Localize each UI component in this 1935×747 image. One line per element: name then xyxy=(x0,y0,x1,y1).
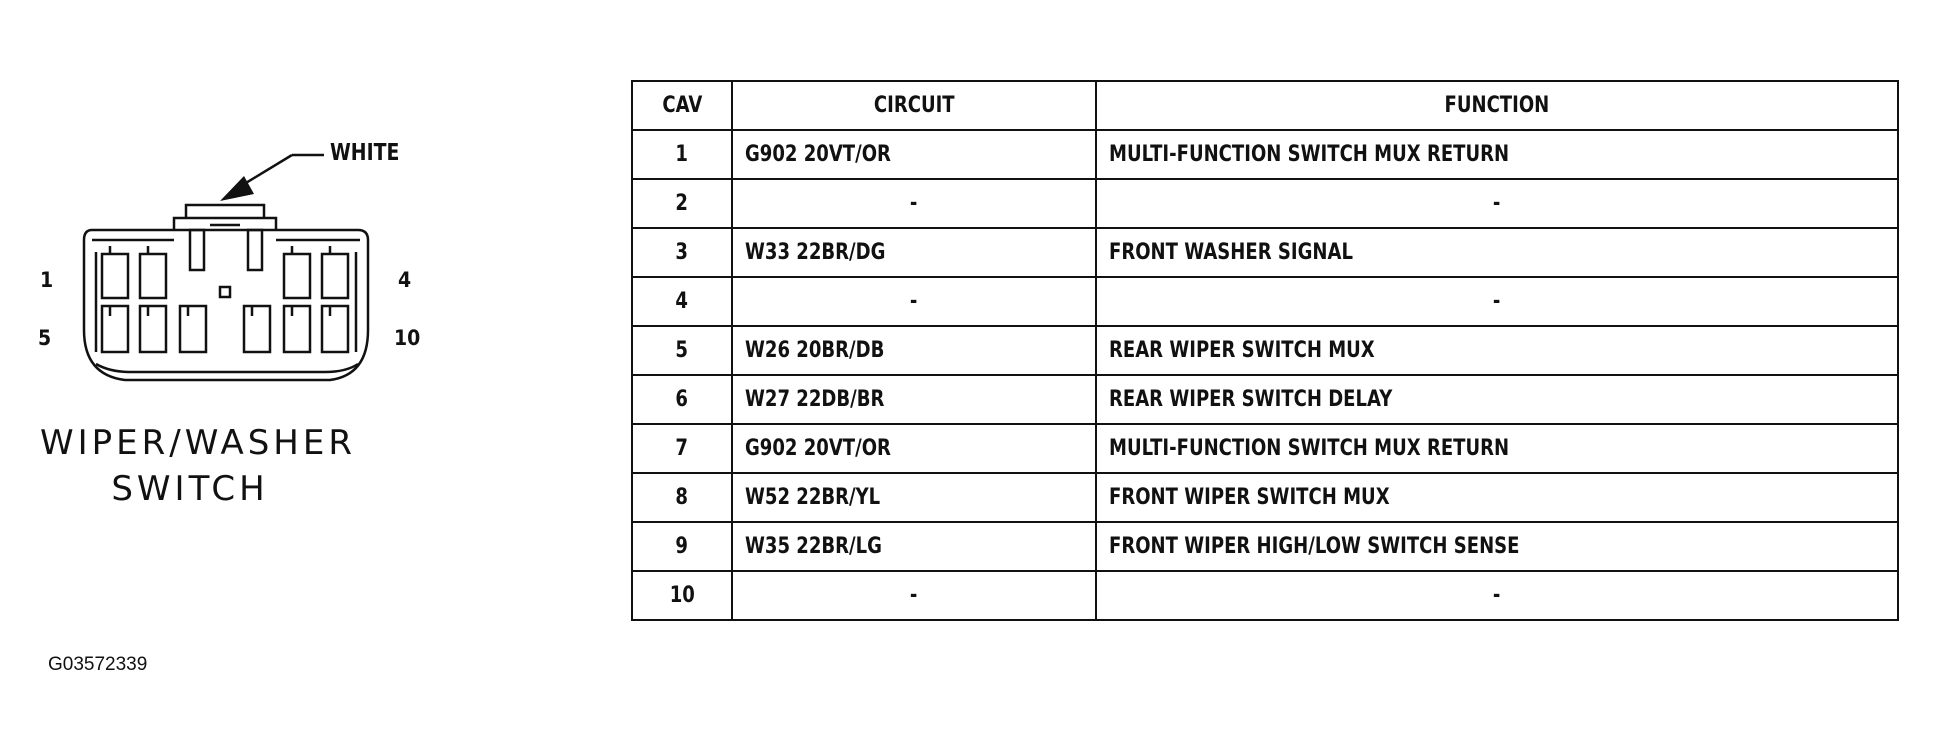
circuit-cell: - xyxy=(731,178,1097,229)
figure-id: G03572339 xyxy=(48,654,148,675)
wire-color-label: WHITE xyxy=(330,140,400,166)
cav-cell: 10 xyxy=(631,570,733,621)
function-cell: REAR WIPER SWITCH DELAY xyxy=(1095,374,1899,425)
cav-cell: 6 xyxy=(631,374,733,425)
circuit-cell: W33 22BR/DG xyxy=(731,227,1097,278)
cavity-grid xyxy=(100,246,350,354)
header-cav: CAV xyxy=(631,80,733,131)
table-row: 2-- xyxy=(631,178,1899,229)
cav-cell: 4 xyxy=(631,276,733,327)
circuit-cell: W52 22BR/YL xyxy=(731,472,1097,523)
header-function: FUNCTION xyxy=(1095,80,1899,131)
function-cell: FRONT WIPER HIGH/LOW SWITCH SENSE xyxy=(1095,521,1899,572)
cav-cell: 1 xyxy=(631,129,733,180)
function-cell: REAR WIPER SWITCH MUX xyxy=(1095,325,1899,376)
function-cell: - xyxy=(1095,570,1899,621)
pin-label-4: 4 xyxy=(398,268,412,292)
connector-caption-line1: WIPER/WASHER xyxy=(40,423,356,463)
table-row: 10-- xyxy=(631,570,1899,621)
table-header-row: CAV CIRCUIT FUNCTION xyxy=(631,80,1899,131)
function-cell: MULTI-FUNCTION SWITCH MUX RETURN xyxy=(1095,423,1899,474)
circuit-cell: G902 20VT/OR xyxy=(731,423,1097,474)
function-cell: - xyxy=(1095,178,1899,229)
circuit-cell: W26 20BR/DB xyxy=(731,325,1097,376)
cav-cell: 2 xyxy=(631,178,733,229)
circuit-cell: W35 22BR/LG xyxy=(731,521,1097,572)
cav-cell: 9 xyxy=(631,521,733,572)
function-cell: FRONT WIPER SWITCH MUX xyxy=(1095,472,1899,523)
pin-label-5: 5 xyxy=(38,326,52,350)
cav-cell: 3 xyxy=(631,227,733,278)
circuit-cell: G902 20VT/OR xyxy=(731,129,1097,180)
connector-diagram: WHITE 1 4 5 10 WIPER/WASHER SWITCH xyxy=(0,0,620,620)
function-cell: MULTI-FUNCTION SWITCH MUX RETURN xyxy=(1095,129,1899,180)
connector-caption: WIPER/WASHER SWITCH xyxy=(40,420,356,512)
cav-cell: 5 xyxy=(631,325,733,376)
connector-caption-line2: SWITCH xyxy=(111,469,269,509)
connector-housing xyxy=(82,203,370,382)
white-leader-arrow xyxy=(220,153,324,201)
circuit-cell: - xyxy=(731,570,1097,621)
circuit-cell: - xyxy=(731,276,1097,327)
cav-cell: 8 xyxy=(631,472,733,523)
table-row: 4-- xyxy=(631,276,1899,327)
cav-cell: 7 xyxy=(631,423,733,474)
function-cell: - xyxy=(1095,276,1899,327)
pin-label-10: 10 xyxy=(394,326,421,350)
connector-face-drawing xyxy=(82,153,370,382)
header-circuit: CIRCUIT xyxy=(731,80,1097,131)
pin-label-1: 1 xyxy=(40,268,54,292)
circuit-cell: W27 22DB/BR xyxy=(731,374,1097,425)
function-cell: FRONT WASHER SIGNAL xyxy=(1095,227,1899,278)
